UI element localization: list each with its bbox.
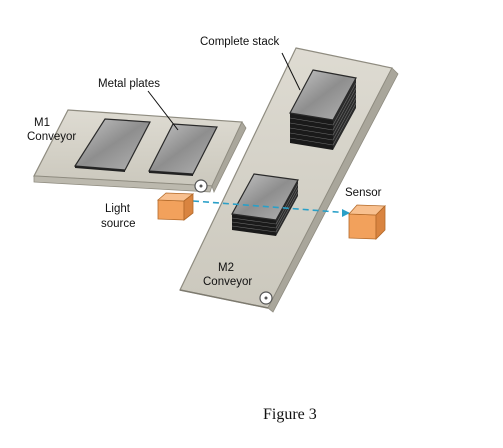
label-source: source (101, 218, 136, 230)
label-m2-conveyor: Conveyor (203, 276, 252, 288)
label-metal-plates: Metal plates (98, 78, 160, 90)
complete-stack-leader (281, 52, 301, 91)
label-m1-conveyor: Conveyor (27, 131, 76, 143)
sensor-box (348, 204, 386, 240)
label-sensor: Sensor (345, 187, 382, 199)
label-m2: M2 (218, 262, 234, 274)
figure-caption: Figure 3 (263, 406, 317, 423)
label-complete-stack: Complete stack (200, 36, 280, 48)
complete-stack (289, 69, 357, 150)
label-light: Light (105, 203, 131, 215)
metal-plate-2 (148, 123, 218, 176)
light-source-box (156, 192, 195, 221)
metal-plates-leader (147, 90, 179, 131)
metal-plate-1 (73, 118, 151, 172)
label-m1: M1 (34, 117, 50, 129)
light-beam (192, 200, 351, 217)
